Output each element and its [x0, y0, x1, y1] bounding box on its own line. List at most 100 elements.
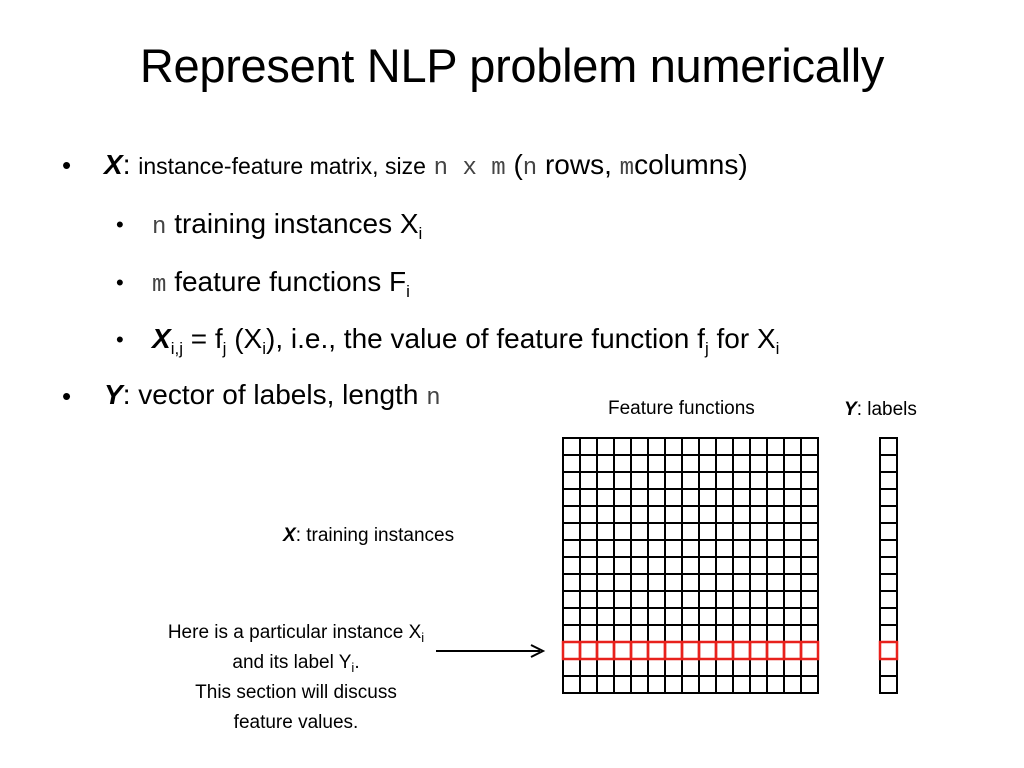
matrix-cell — [766, 539, 785, 558]
matrix-cell — [681, 556, 700, 575]
x-colon: : — [122, 149, 131, 180]
matrix-cell — [681, 471, 700, 490]
matrix-cell — [681, 505, 700, 524]
matrix-cell — [698, 624, 717, 643]
matrix-cell — [698, 556, 717, 575]
matrix-cell — [630, 573, 649, 592]
label-cell — [879, 454, 898, 473]
matrix-cell — [562, 573, 581, 592]
matrix-cell — [715, 556, 734, 575]
matrix-cell — [681, 437, 700, 456]
matrix-cell — [766, 556, 785, 575]
matrix-cell — [596, 488, 615, 507]
matrix-cell — [715, 539, 734, 558]
matrix-cell — [596, 675, 615, 694]
matrix-cell — [681, 624, 700, 643]
matrix-cell — [783, 522, 802, 541]
highlight-matrix-cell — [561, 640, 582, 661]
label-cell — [879, 624, 898, 643]
matrix-cell — [630, 556, 649, 575]
matrix-cell — [783, 505, 802, 524]
matrix-cell — [766, 590, 785, 609]
matrix-cell — [783, 556, 802, 575]
matrix-cell — [681, 573, 700, 592]
matrix-cell — [596, 522, 615, 541]
matrix-cell — [579, 471, 598, 490]
matrix-cell — [715, 590, 734, 609]
matrix-cell — [579, 522, 598, 541]
matrix-cell — [715, 641, 734, 660]
y-label-text: : labels — [856, 399, 917, 420]
matrix-cell — [732, 624, 751, 643]
matrix-cell — [647, 437, 666, 456]
matrix-cell — [596, 607, 615, 626]
matrix-cell — [664, 573, 683, 592]
matrix-cell — [613, 675, 632, 694]
matrix-cell — [749, 471, 768, 490]
matrix-cell — [596, 437, 615, 456]
x-label-text: : training instances — [295, 525, 455, 546]
matrix-cell — [698, 471, 717, 490]
xij-subscript: i,j — [170, 339, 183, 358]
matrix-cell — [783, 454, 802, 473]
matrix-cell — [800, 471, 819, 490]
matrix-cell — [664, 539, 683, 558]
matrix-cell — [596, 471, 615, 490]
matrix-cell — [579, 573, 598, 592]
matrix-cell — [749, 522, 768, 541]
matrix-cell — [732, 522, 751, 541]
matrix-cell — [562, 624, 581, 643]
paren-x: (X — [234, 323, 263, 354]
matrix-cell — [681, 675, 700, 694]
matrix-cell — [732, 539, 751, 558]
matrix-cell — [664, 658, 683, 677]
matrix-cell — [664, 624, 683, 643]
matrix-cell — [613, 437, 632, 456]
matrix-cell — [579, 675, 598, 694]
matrix-cell — [596, 539, 615, 558]
matrix-cell — [647, 658, 666, 677]
matrix-cell — [732, 607, 751, 626]
bullet-y-definition: Y: vector of labels, length n — [104, 378, 441, 416]
pointer-arrow — [436, 644, 546, 658]
matrix-cell — [664, 641, 683, 660]
x-symbol: X — [104, 149, 123, 180]
matrix-cell — [647, 454, 666, 473]
matrix-cell — [732, 454, 751, 473]
sub-bullet-matrix-entry: Xi,j = fj (Xi), i.e., the value of featu… — [152, 322, 779, 358]
matrix-cell — [630, 471, 649, 490]
highlight-matrix-cell — [680, 640, 701, 661]
matrix-cell — [630, 539, 649, 558]
matrix-cell — [800, 675, 819, 694]
matrix-cell — [613, 556, 632, 575]
matrix-cell — [732, 488, 751, 507]
x-m: m — [619, 155, 635, 182]
slide-title: Represent NLP problem numerically — [139, 39, 885, 92]
matrix-cell — [783, 658, 802, 677]
sub3-text: ), i.e., the value of feature function f — [266, 323, 705, 354]
matrix-cell — [732, 573, 751, 592]
matrix-cell — [562, 607, 581, 626]
label-cell — [879, 590, 898, 609]
label-cell — [879, 539, 898, 558]
matrix-cell — [698, 658, 717, 677]
matrix-cell — [783, 590, 802, 609]
label-cell — [879, 573, 898, 592]
matrix-cell — [647, 590, 666, 609]
matrix-cell — [630, 641, 649, 660]
highlighted-instance — [561, 640, 899, 661]
matrix-cell — [647, 556, 666, 575]
matrix-cell — [647, 505, 666, 524]
matrix-cell — [562, 556, 581, 575]
matrix-cell — [766, 437, 785, 456]
feature-matrix-grid — [562, 437, 819, 694]
matrix-cell — [749, 488, 768, 507]
highlight-matrix-cell — [629, 640, 650, 661]
matrix-cell — [800, 556, 819, 575]
matrix-cell — [766, 658, 785, 677]
matrix-cell — [579, 556, 598, 575]
matrix-cell — [698, 607, 717, 626]
x-label-symbol: X — [283, 525, 296, 546]
x-text: instance-feature matrix, size — [138, 153, 426, 179]
